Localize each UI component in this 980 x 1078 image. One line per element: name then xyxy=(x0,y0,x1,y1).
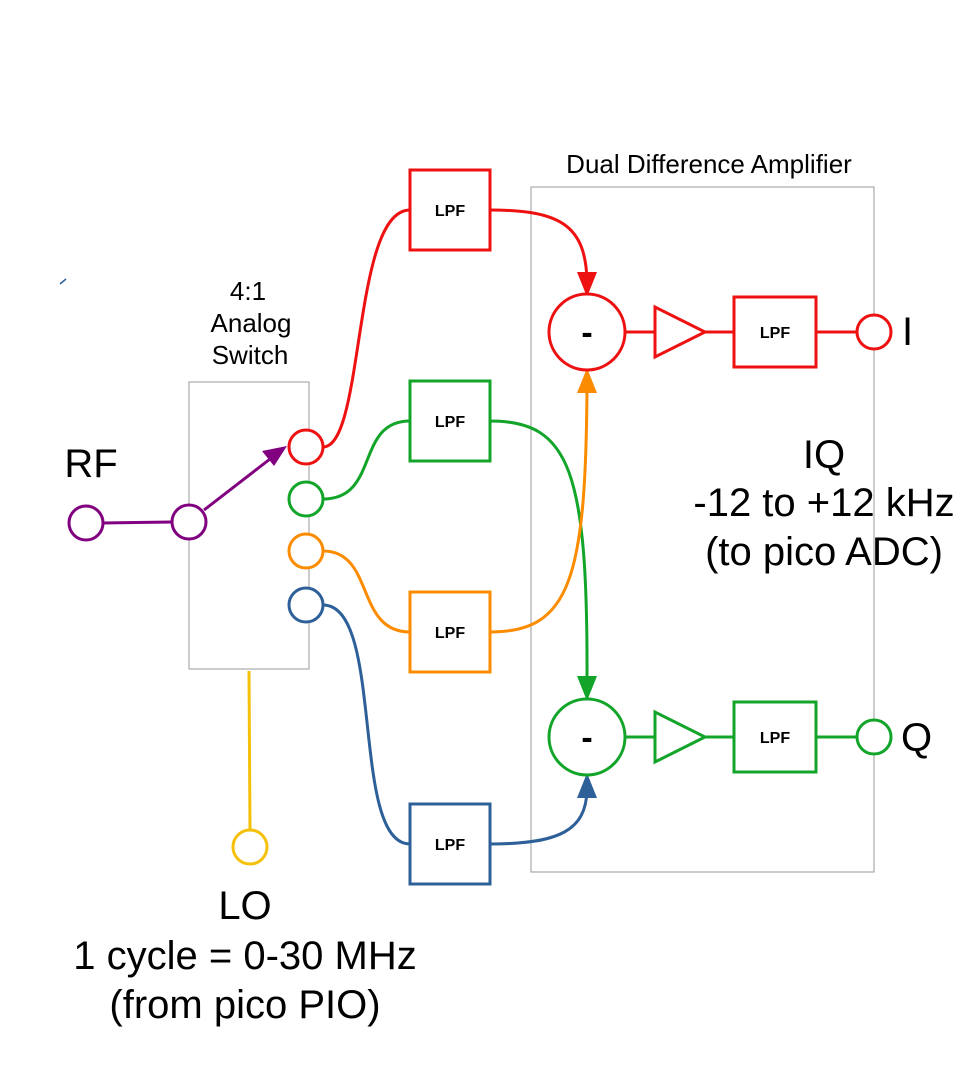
lpf-orange xyxy=(408,590,492,674)
i-amplifier-triangle xyxy=(653,304,709,360)
switch-output-blue xyxy=(287,586,325,624)
lpf-q-output-label: LPF xyxy=(760,730,790,747)
lo-source: (from pico PIO) xyxy=(109,983,380,1027)
q-label: Q xyxy=(901,716,932,760)
switch-arm xyxy=(203,457,271,512)
lpf-red xyxy=(408,168,492,252)
lo-title: LO xyxy=(218,884,271,928)
iq-bandwidth: -12 to +12 kHz xyxy=(693,481,954,525)
wire-blue-to-q-mixer xyxy=(489,789,589,846)
amplifier-box xyxy=(530,186,875,873)
rf-port-circle xyxy=(67,504,105,542)
rf-wire xyxy=(102,520,173,525)
lpf-green-label: LPF xyxy=(435,414,465,431)
i-port-circle xyxy=(855,313,893,351)
amplifier-title: Dual Difference Amplifier xyxy=(566,149,852,179)
lpf-q-output xyxy=(732,700,818,774)
lpf-orange-label: LPF xyxy=(435,625,465,642)
iq-title: IQ xyxy=(803,433,845,477)
lpf-i-output-label: LPF xyxy=(760,325,790,342)
wire-orange-to-lpf xyxy=(322,549,411,634)
q-amplifier-triangle xyxy=(653,709,709,765)
stray-mark xyxy=(59,278,67,285)
q-port-circle xyxy=(855,718,893,756)
rf-label: RF xyxy=(64,442,117,486)
lo-wire xyxy=(247,670,252,831)
switch-title-line2: Analog xyxy=(211,308,292,338)
switch-title-line1: 4:1 xyxy=(230,276,266,306)
wire-blue-to-lpf xyxy=(322,603,411,846)
i-mixer-symbol: - xyxy=(581,314,592,352)
switch-arm-arrowhead xyxy=(262,446,287,466)
lpf-i-output xyxy=(732,295,818,369)
switch-input-circle xyxy=(170,503,208,541)
switch-output-green xyxy=(287,480,325,518)
arrowhead-red-i xyxy=(577,272,597,297)
arrowhead-orange-i xyxy=(577,368,597,393)
lpf-green xyxy=(408,379,492,463)
arrowhead-green-q xyxy=(577,676,597,701)
wire-green-to-lpf xyxy=(322,419,411,501)
q-mixer-symbol: - xyxy=(581,719,592,757)
iq-destination: (to pico ADC) xyxy=(705,530,943,574)
lo-frequency: 1 cycle = 0-30 MHz xyxy=(73,934,416,978)
switch-title-line3: Switch xyxy=(212,340,289,370)
i-label: I xyxy=(902,310,913,354)
lo-port-circle xyxy=(231,828,269,866)
lpf-red-label: LPF xyxy=(435,203,465,220)
arrowhead-blue-q xyxy=(577,773,597,798)
lpf-blue-label: LPF xyxy=(435,837,465,854)
wire-red-to-i-mixer xyxy=(489,208,589,283)
switch-output-red xyxy=(287,428,325,466)
wire-orange-to-i-mixer xyxy=(489,384,589,634)
wire-red-to-lpf xyxy=(322,208,411,449)
wire-green-to-q-mixer xyxy=(489,419,589,684)
switch-output-orange xyxy=(287,532,325,570)
